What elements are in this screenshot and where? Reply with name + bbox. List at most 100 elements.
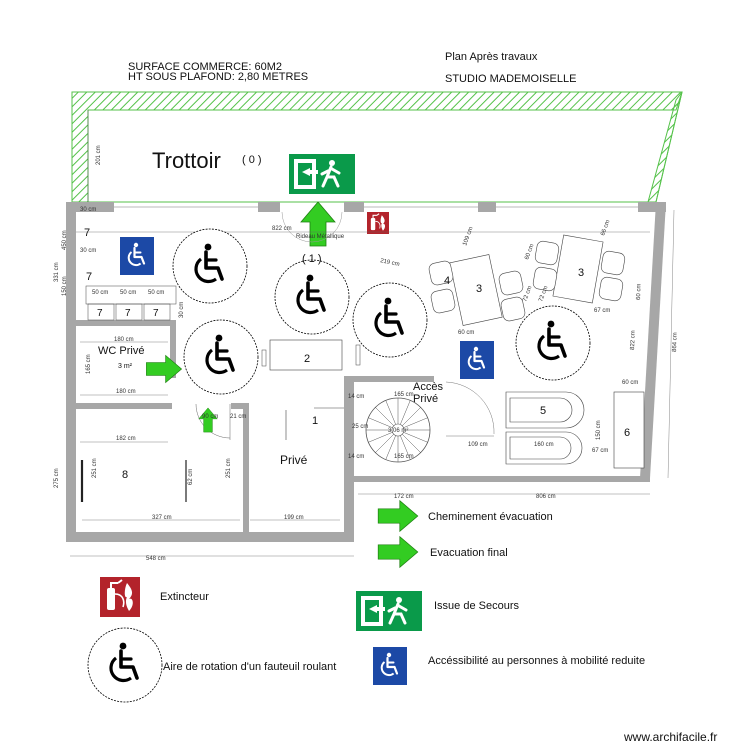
plan-title: Plan Après travaux: [445, 51, 538, 63]
small-7-1: 7: [97, 308, 103, 319]
dim-182: 182 cm: [116, 436, 136, 442]
legend-issue: Issue de Secours: [434, 600, 519, 612]
dim-165a: 165 cm: [86, 354, 92, 374]
dim-30a: 30 cm: [80, 207, 96, 213]
room-7a: 7: [84, 227, 90, 239]
room-6: 6: [624, 427, 630, 439]
dim-90: 90 cm: [202, 414, 218, 420]
dim-275: 275 cm: [54, 468, 60, 488]
dim-165b: 165 cm: [394, 392, 414, 398]
stair-tread: [385, 435, 396, 460]
room-3a: 3: [476, 283, 482, 295]
dim-806: 806 cm: [536, 494, 556, 500]
room-7b: 7: [86, 271, 92, 283]
dim-50b: 50 cm: [120, 290, 136, 296]
dim-25: 25 cm: [352, 424, 368, 430]
dim-50c: 50 cm: [148, 290, 164, 296]
legend-arrow-2-icon: [377, 536, 419, 568]
dim-822a: 822 cm: [272, 226, 292, 232]
dim-864: 864 cm: [672, 332, 679, 352]
pmr-sign-plan-icon: [120, 237, 154, 275]
dim-450: 450 cm: [62, 230, 68, 250]
legend-aire: Aire de rotation d'un fauteuil roulant: [163, 661, 336, 673]
room-4: 4: [444, 275, 450, 287]
stair-tread: [402, 407, 421, 426]
small-7-2: 7: [125, 308, 131, 319]
legend-pmr-icon: [373, 647, 407, 685]
legend-access: Accéssibilité au personnes à mobilité re…: [428, 655, 645, 667]
legend-extinguisher-icon: [99, 576, 141, 618]
dim-199: 199 cm: [284, 515, 304, 521]
dim-60c: 60 cm: [636, 284, 643, 301]
walls: [66, 202, 666, 542]
wc-label: WC Privé: [98, 345, 144, 357]
furniture-set-1: [428, 254, 526, 326]
dim-60a: 60 cm: [458, 330, 474, 336]
stair-tread: [368, 417, 393, 428]
legend-turn-circle-icon: [88, 628, 162, 702]
dim-66: 66 cm: [600, 219, 611, 236]
room-2: 2: [304, 353, 310, 365]
dim-180a: 180 cm: [114, 337, 134, 343]
dim-150a: 150 cm: [62, 276, 68, 296]
sofa-5: [505, 391, 585, 465]
dim-822b: 822 cm: [630, 330, 637, 350]
legend-evacuation: Evacuation final: [430, 547, 508, 559]
stair-tread: [375, 407, 394, 426]
stair-tread: [400, 435, 411, 460]
studio-name: STUDIO MADEMOISELLE: [445, 73, 576, 85]
dim-21: 21 cm: [230, 414, 246, 420]
dim-30b: 30 cm: [80, 248, 96, 254]
sidewalk-label: Trottoir: [152, 148, 221, 173]
turn-circle-5-icon: [516, 306, 590, 380]
stair-tread: [368, 432, 393, 443]
dim-327: 327 cm: [152, 515, 172, 521]
sidewalk-hatch: [71, 91, 683, 203]
rideau-label: Rideau Métallique: [296, 234, 345, 240]
door-arrow-icon: [198, 407, 218, 433]
dim-150b: 150 cm: [596, 420, 602, 440]
dim-72b: 72 cm: [538, 285, 549, 302]
dim-165c: 165 cm: [394, 454, 414, 460]
dim-50a: 50 cm: [92, 290, 108, 296]
dim-251a: 251 cm: [92, 458, 98, 478]
extinguisher-plan-icon: [366, 211, 390, 235]
dim-109a: 109 cm: [462, 226, 474, 247]
stair-tread: [403, 432, 428, 443]
ceiling-height-label: HT SOUS PLAFOND: 2,80 METRES: [128, 71, 308, 83]
wc-area: 3 m²: [118, 363, 133, 370]
dim-14b: 14 cm: [348, 454, 364, 460]
legend-cheminement: Cheminement évacuation: [428, 511, 553, 523]
stair-tread: [375, 434, 394, 453]
stair-tread: [385, 400, 396, 425]
small-7-3: 7: [153, 308, 159, 319]
dim-109b: 109 cm: [468, 442, 488, 448]
dim-60d: 60 cm: [622, 380, 638, 386]
stair-area: 3,06 m²: [388, 428, 408, 434]
dim-548: 548 cm: [146, 556, 166, 562]
turn-circle-4-icon: [353, 283, 427, 357]
prive-label: Privé: [280, 453, 308, 467]
dim-251b: 251 cm: [226, 458, 232, 478]
dim-172: 172 cm: [394, 494, 414, 500]
dim-60b: 60 cm: [524, 243, 535, 260]
room-3b: 3: [578, 267, 584, 279]
acces-prive-line1: Accès: [413, 381, 443, 393]
room-1: 1: [312, 415, 318, 427]
room-8: 8: [122, 469, 128, 481]
cabinet-6: [613, 391, 645, 469]
legend-extincteur: Extincteur: [160, 591, 209, 603]
dim-30c: 30 cm: [179, 302, 185, 318]
surface-label: SURFACE COMMERCE: 60M2: [128, 61, 282, 73]
dim-219: 219 cm: [380, 258, 401, 268]
dim-67: 67 cm: [594, 308, 610, 314]
dim-14a: 14 cm: [348, 394, 364, 400]
turn-circle-2-icon: [184, 320, 258, 394]
watermark: www.archifacile.fr: [623, 730, 717, 744]
dim-331: 331 cm: [54, 262, 60, 282]
turn-circle-1-icon: [173, 229, 247, 303]
pmr-sign-right-icon: [460, 341, 494, 379]
wc-arrow-icon: [146, 355, 182, 383]
legend-arrow-1-icon: [377, 500, 419, 532]
